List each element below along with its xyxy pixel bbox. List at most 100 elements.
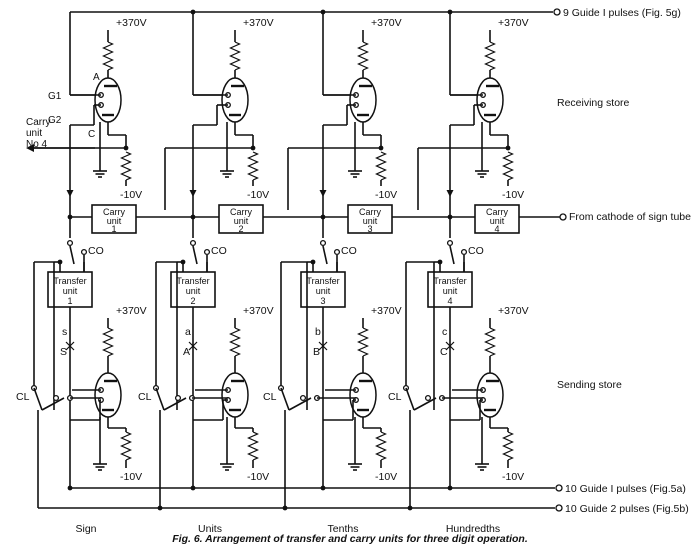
carry-unit-1 [91,204,137,234]
column-name-units: Units [198,523,222,535]
receiving-tube-hundredths [476,77,504,123]
transfer-unit-1-line2: unit [63,286,78,296]
receiving-tube-tenths [349,77,377,123]
x-upper-tenths: B [313,346,320,358]
cl-switch-label-units: CL [138,391,152,403]
cathode-resistor-sending-tenths [375,431,387,461]
supply-minus-receiving-sign: -10V [120,189,142,201]
carry-unit-4-line1: Carry [486,207,508,217]
cathode-resistor-sending-sign [120,431,132,461]
x-lower-tenths: b [315,326,321,338]
x-lower-sign: s [62,326,67,338]
co-switch-label-units: CO [211,245,227,257]
anode-resistor-sending-sign [102,327,114,357]
sending-tube-hundredths [476,372,504,418]
supply-plus-sending-tenths: +370V [371,305,402,317]
x-upper-sign: S [60,346,67,358]
carry-unit-3-line2: unit [363,216,378,226]
from-cathode-label: From cathode of sign tube [569,211,691,223]
carry-unit-4 [474,204,520,234]
cathode-resistor-sending-units [247,431,259,461]
cathode-resistor-receiving-hundredths [502,151,514,181]
supply-plus-receiving-units: +370V [243,17,274,29]
receiving-tube-units [221,77,249,123]
x-lower-units: a [185,326,191,338]
carry-unit-3-num: 3 [367,224,372,234]
pin-label-a: A [93,72,100,83]
transfer-unit-3 [300,271,346,308]
transfer-unit-4-num: 4 [447,296,452,306]
transfer-unit-1-num: 1 [67,296,72,306]
anode-resistor-sending-tenths [357,327,369,357]
pin-label-c: C [88,129,95,140]
sending-tube-sign [94,372,122,418]
anode-resistor-receiving-tenths [357,41,369,71]
figure-caption: Fig. 6. Arrangement of transfer and carr… [172,533,528,545]
carry-unit-2-line1: Carry [230,207,252,217]
transfer-unit-3-line2: unit [316,286,331,296]
carry-unit-4-line2: unit [490,216,505,226]
pin-label-g1: G1 [48,91,62,102]
supply-plus-sending-sign: +370V [116,305,147,317]
transfer-unit-4-line2: unit [443,286,458,296]
supply-minus-sending-units: -10V [247,471,269,483]
supply-minus-receiving-units: -10V [247,189,269,201]
transfer-unit-2-num: 2 [190,296,195,306]
co-switch-label-hundredths: CO [468,245,484,257]
supply-plus-receiving-sign: +370V [116,17,147,29]
sending-tube-tenths [349,372,377,418]
guide1-top-bus: 9 Guide I pulses (Fig. 5g) [69,7,681,96]
anode-resistor-sending-hundredths [484,327,496,357]
guide2-bottom-label: 10 Guide 2 pulses (Fig.5b) [565,503,689,515]
carry-in-line1: Carry [26,117,50,128]
supply-plus-sending-units: +370V [243,305,274,317]
column-name-hundredths: Hundredths [446,523,500,535]
carry-unit-2 [218,204,264,234]
column-tenths: +370V-10VCarryunit3COTransferunit3bB+370… [263,17,452,491]
transfer-unit-2-line2: unit [186,286,201,296]
receiving-tube-sign [94,77,122,123]
supply-minus-receiving-hundredths: -10V [502,189,524,201]
cl-switch-label-sign: CL [16,391,30,403]
column-hundredths: +370V-10VCarryunit4COTransferunit4cC+370… [388,17,529,491]
carry-unit-1-line2: unit [107,216,122,226]
cathode-resistor-receiving-sign [120,151,132,181]
transfer-unit-2 [170,271,216,308]
supply-minus-sending-sign: -10V [120,471,142,483]
anode-resistor-receiving-hundredths [484,41,496,71]
guide1-bottom-label: 10 Guide I pulses (Fig.5a) [565,483,686,495]
cl-switch-label-hundredths: CL [388,391,402,403]
co-switch-label-sign: CO [88,245,104,257]
carry-unit-4-num: 4 [494,224,499,234]
x-lower-hundredths: c [442,326,447,338]
guide-bottom-buses: 10 Guide I pulses (Fig.5a) 10 Guide 2 pu… [37,410,689,515]
cathode-resistor-receiving-tenths [375,151,387,181]
column-units: +370V-10VCarryunit2COTransferunit2aA+370… [138,17,325,491]
cathode-resistor-receiving-units [247,151,259,181]
transfer-unit-3-line1: Transfer [306,276,339,286]
supply-plus-receiving-hundredths: +370V [498,17,529,29]
sending-store-label: Sending store [557,379,622,391]
anode-resistor-receiving-units [229,41,241,71]
supply-minus-sending-tenths: -10V [375,471,397,483]
supply-plus-sending-hundredths: +370V [498,305,529,317]
transfer-unit-3-num: 3 [320,296,325,306]
x-upper-units: A [183,346,190,358]
carry-unit-2-num: 2 [238,224,243,234]
receiving-store-label: Receiving store [557,97,630,109]
supply-plus-receiving-tenths: +370V [371,17,402,29]
carry-unit-2-line2: unit [234,216,249,226]
carry-in-line3: No 4 [26,139,48,150]
transfer-unit-1 [47,271,93,308]
pin-label-g2: G2 [48,115,62,126]
cathode-resistor-sending-hundredths [502,431,514,461]
anode-resistor-receiving-sign [102,41,114,71]
carry-unit-1-line1: Carry [103,207,125,217]
column-name-sign: Sign [75,523,96,535]
co-switch-label-tenths: CO [341,245,357,257]
transfer-unit-4 [427,271,473,308]
anode-resistor-sending-units [229,327,241,357]
carry-unit-1-num: 1 [111,224,116,234]
